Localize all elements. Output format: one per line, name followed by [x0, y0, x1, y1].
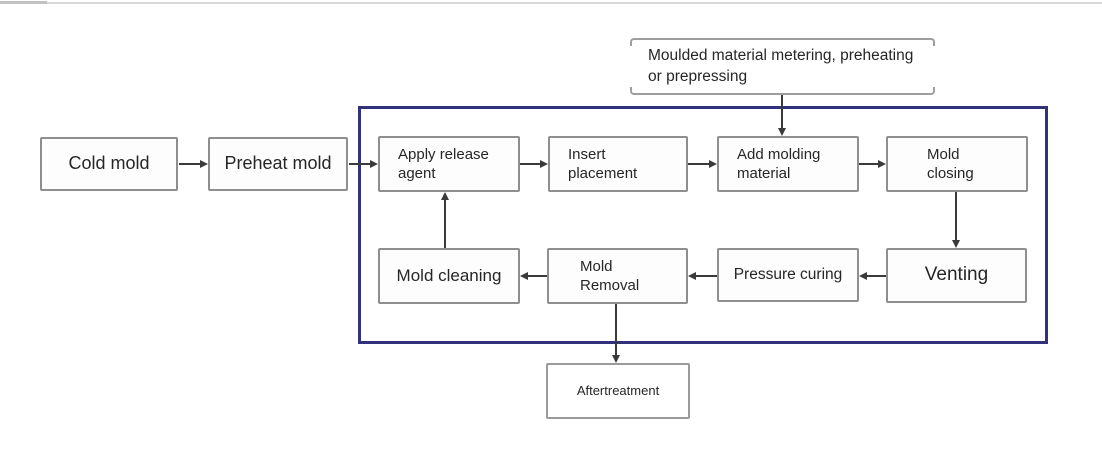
node-add-molding-material: Add molding material	[717, 136, 859, 192]
arrowhead-venting-to-pressure	[859, 272, 867, 280]
node-insert-placement: Insert placement	[548, 136, 688, 192]
node-label: Apply release agent	[398, 145, 489, 183]
arrow-insert-to-addmat	[688, 163, 710, 165]
arrowhead-preheat-to-release	[370, 160, 378, 168]
arrow-preheat-to-release	[349, 163, 371, 165]
node-label: Cold mold	[68, 153, 150, 174]
node-label: Mold closing	[927, 145, 974, 183]
bracket-bottom-border	[630, 87, 935, 95]
node-mold-closing: Mold closing	[886, 136, 1028, 192]
node-apply-release-agent: Apply release agent	[378, 136, 520, 192]
arrow-removal-to-aftertreatment	[615, 304, 617, 357]
top-edge-line-dark-segment	[0, 1, 47, 4]
arrow-metering-to-addmat	[781, 95, 783, 130]
arrowhead-metering-to-addmat	[778, 128, 786, 136]
node-label: Moulded material metering, preheating or…	[648, 46, 914, 85]
node-preheat-mold: Preheat mold	[208, 137, 348, 191]
arrowhead-release-to-insert	[540, 160, 548, 168]
arrowhead-pressure-to-removal	[688, 272, 696, 280]
arrowhead-insert-to-addmat	[709, 160, 717, 168]
arrowhead-cold-to-preheat	[200, 160, 208, 168]
node-venting: Venting	[886, 248, 1027, 303]
node-label: Mold Removal	[580, 257, 640, 295]
node-label: Insert placement	[568, 145, 638, 183]
arrow-cleaning-to-release	[444, 199, 446, 248]
node-label: Mold cleaning	[396, 265, 502, 285]
arrow-addmat-to-closing	[859, 163, 879, 165]
node-label: Pressure curing	[733, 265, 843, 283]
arrowhead-addmat-to-closing	[878, 160, 886, 168]
top-edge-line	[0, 2, 1102, 4]
process-group-container	[358, 106, 1048, 344]
node-aftertreatment: Aftertreatment	[546, 363, 690, 419]
node-mold-removal: Mold Removal	[547, 248, 688, 304]
arrow-venting-to-pressure	[866, 275, 886, 277]
arrow-release-to-insert	[520, 163, 541, 165]
arrow-cold-to-preheat	[179, 163, 201, 165]
arrow-pressure-to-removal	[695, 275, 717, 277]
node-moulded-material-metering: Moulded material metering, preheating or…	[630, 38, 935, 95]
node-cold-mold: Cold mold	[40, 137, 178, 191]
arrowhead-removal-to-cleaning	[520, 272, 528, 280]
arrowhead-closing-to-venting	[952, 240, 960, 248]
node-label: Aftertreatment	[576, 382, 660, 398]
arrow-closing-to-venting	[955, 192, 957, 242]
node-label: Venting	[924, 264, 989, 286]
node-label: Add molding material	[737, 145, 821, 183]
bracket-top-border	[630, 38, 935, 46]
arrowhead-cleaning-to-release	[441, 192, 449, 200]
node-label: Preheat mold	[224, 153, 332, 174]
node-pressure-curing: Pressure curing	[717, 248, 859, 302]
node-mold-cleaning: Mold cleaning	[378, 248, 520, 304]
arrow-removal-to-cleaning	[527, 275, 547, 277]
arrowhead-removal-to-aftertreatment	[612, 355, 620, 363]
